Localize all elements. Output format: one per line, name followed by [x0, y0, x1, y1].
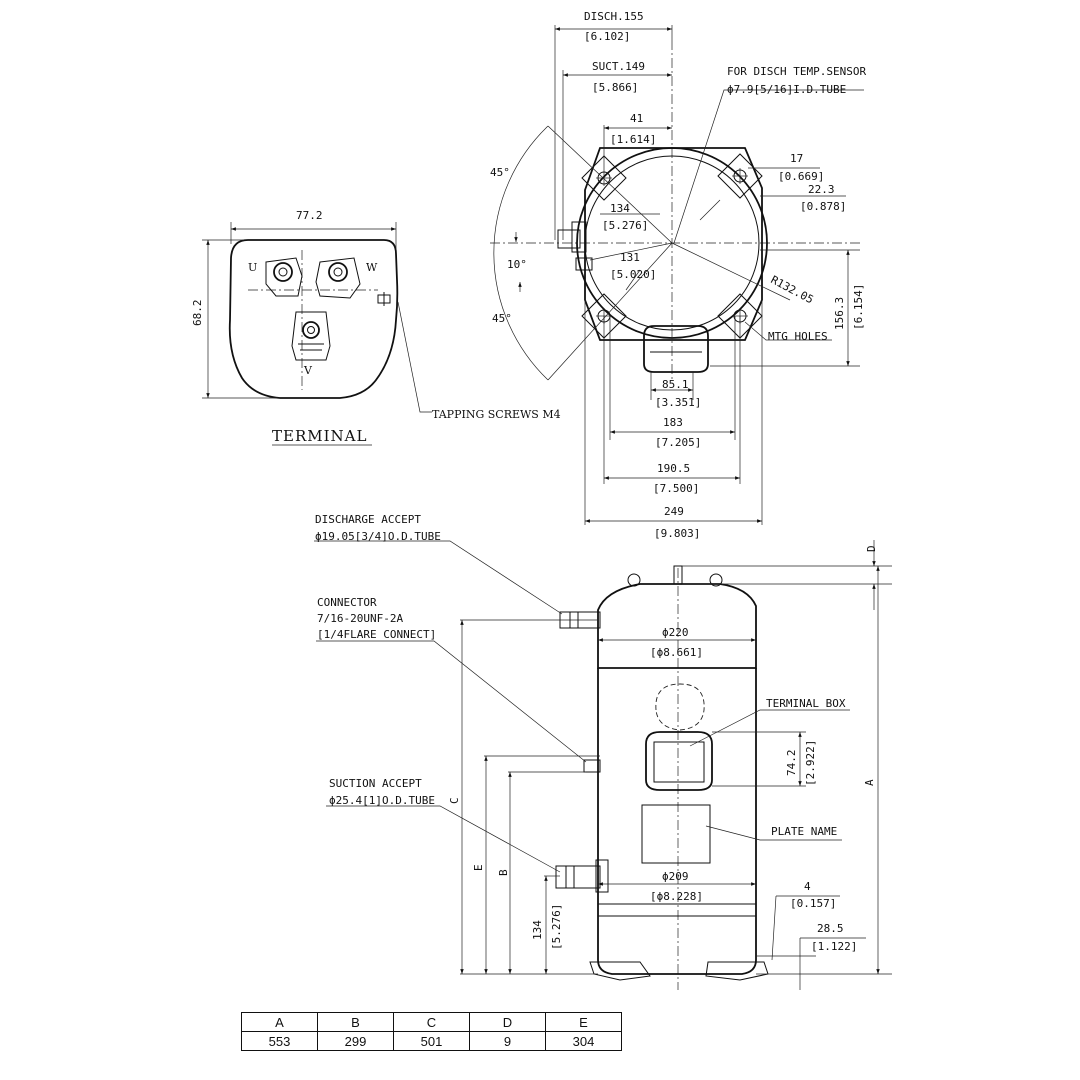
- table-value-cell: 501: [393, 1031, 470, 1051]
- suct-dim-in: [5.866]: [592, 81, 638, 94]
- table-value-cell: 299: [317, 1031, 394, 1051]
- dim-label-c: C: [448, 797, 461, 804]
- pin-u-label: U: [248, 261, 257, 274]
- terminal-box-label: TERMINAL BOX: [766, 697, 846, 710]
- dim-17-in: [0.669]: [778, 170, 824, 183]
- sensor-label-2: ϕ7.9[5/16]I.D.TUBE: [727, 83, 846, 96]
- terminal-width-dim: 77.2: [296, 209, 323, 222]
- suction-label-2: ϕ25.4[1]O.D.TUBE: [329, 794, 435, 807]
- top-view: DISCH.155 [6.102] SUCT.149 [5.866] 41 [1…: [490, 10, 866, 540]
- table-header-cell: B: [317, 1012, 394, 1032]
- angle-45-bottom: 45°: [492, 312, 512, 325]
- mtg-holes-label: MTG HOLES: [768, 330, 828, 343]
- tapping-screws-label: TAPPING SCREWS M4: [432, 408, 561, 421]
- dim-41: 41: [630, 112, 643, 125]
- side-view: ϕ220 [ϕ8.661] ϕ209 [ϕ8.228] DISCHARGE AC…: [314, 513, 892, 990]
- connector-label-2: 7/16-20UNF-2A: [317, 612, 403, 625]
- dim-134: 134: [610, 202, 630, 215]
- dimension-table: A B C D E 553 299 501 9 304: [241, 1012, 622, 1051]
- table-value-cell: 9: [469, 1031, 546, 1051]
- pin-w-label: W: [366, 261, 378, 274]
- dim-183: 183: [663, 416, 683, 429]
- discharge-label-2: ϕ19.05[3/4]O.D.TUBE: [315, 530, 441, 543]
- disch-dim-in: [6.102]: [584, 30, 630, 43]
- table-value-cell: 553: [241, 1031, 318, 1051]
- dim-4: 4: [804, 880, 811, 893]
- suct-dim: SUCT.149: [592, 60, 645, 73]
- angle-45-top: 45°: [490, 166, 510, 179]
- plate-name-label: PLATE NAME: [771, 825, 837, 838]
- dim-220-in: [ϕ8.661]: [650, 646, 703, 659]
- dim-249-in: [9.803]: [654, 527, 700, 540]
- dim-17: 17: [790, 152, 803, 165]
- dim-85: 85.1: [662, 378, 689, 391]
- dim-label-b: B: [497, 869, 510, 876]
- dim-134-side: 134: [531, 920, 544, 940]
- connector-label-3: [1/4FLARE CONNECT]: [317, 628, 436, 641]
- pin-v-label: V: [303, 364, 313, 377]
- dim-28: 28.5: [817, 922, 844, 935]
- dim-131: 131: [620, 251, 640, 264]
- angle-10: 10°: [507, 258, 527, 271]
- plate-name-box: [641, 804, 711, 864]
- table-header-cell: E: [545, 1012, 622, 1032]
- terminal-title: TERMINAL: [272, 427, 367, 445]
- dim-22: 22.3: [808, 183, 835, 196]
- dim-label-d: D: [865, 545, 878, 552]
- terminal-outline: [228, 239, 399, 399]
- dim-190: 190.5: [657, 462, 690, 475]
- dim-156: 156.3: [833, 297, 846, 330]
- dim-134-side-in: [5.276]: [550, 904, 563, 950]
- dim-209-in: [ϕ8.228]: [650, 890, 703, 903]
- dim-131-in: [5.020]: [610, 268, 656, 281]
- dim-4-in: [0.157]: [790, 897, 836, 910]
- dim-209: ϕ209: [662, 870, 689, 883]
- dim-249: 249: [664, 505, 684, 518]
- dim-41-in: [1.614]: [610, 133, 656, 146]
- radius-dim: R132.05: [769, 273, 816, 306]
- dim-label-e: E: [472, 864, 485, 871]
- dim-220: ϕ220: [662, 626, 689, 639]
- terminal-view: 77.2 68.2 U W V TAPPING SCREWS M4 TERMIN…: [191, 209, 561, 446]
- terminal-height-dim: 68.2: [191, 300, 204, 327]
- table-value-cell: 304: [545, 1031, 622, 1051]
- table-header-cell: D: [469, 1012, 546, 1032]
- dim-156-in: [6.154]: [852, 284, 865, 330]
- dim-74: 74.2: [785, 750, 798, 777]
- table-header-cell: A: [241, 1012, 318, 1032]
- table-row: 553 299 501 9 304: [241, 1031, 622, 1051]
- dim-85-in: [3.351]: [655, 396, 701, 409]
- dim-183-in: [7.205]: [655, 436, 701, 449]
- dim-190-in: [7.500]: [653, 482, 699, 495]
- dim-28-in: [1.122]: [811, 940, 857, 953]
- table-header-cell: C: [393, 1012, 470, 1032]
- dim-74-in: [2.922]: [804, 740, 817, 786]
- dim-label-a: A: [863, 779, 876, 786]
- table-header-row: A B C D E: [241, 1012, 622, 1032]
- connector-label-1: CONNECTOR: [317, 596, 377, 609]
- sensor-label-1: FOR DISCH TEMP.SENSOR: [727, 65, 866, 78]
- suction-label-1: SUCTION ACCEPT: [329, 777, 422, 790]
- dim-134-in: [5.276]: [602, 219, 648, 232]
- terminal-box: [645, 731, 713, 791]
- discharge-label-1: DISCHARGE ACCEPT: [315, 513, 421, 526]
- main-shell: [597, 668, 757, 975]
- dim-22-in: [0.878]: [800, 200, 846, 213]
- disch-dim: DISCH.155: [584, 10, 644, 23]
